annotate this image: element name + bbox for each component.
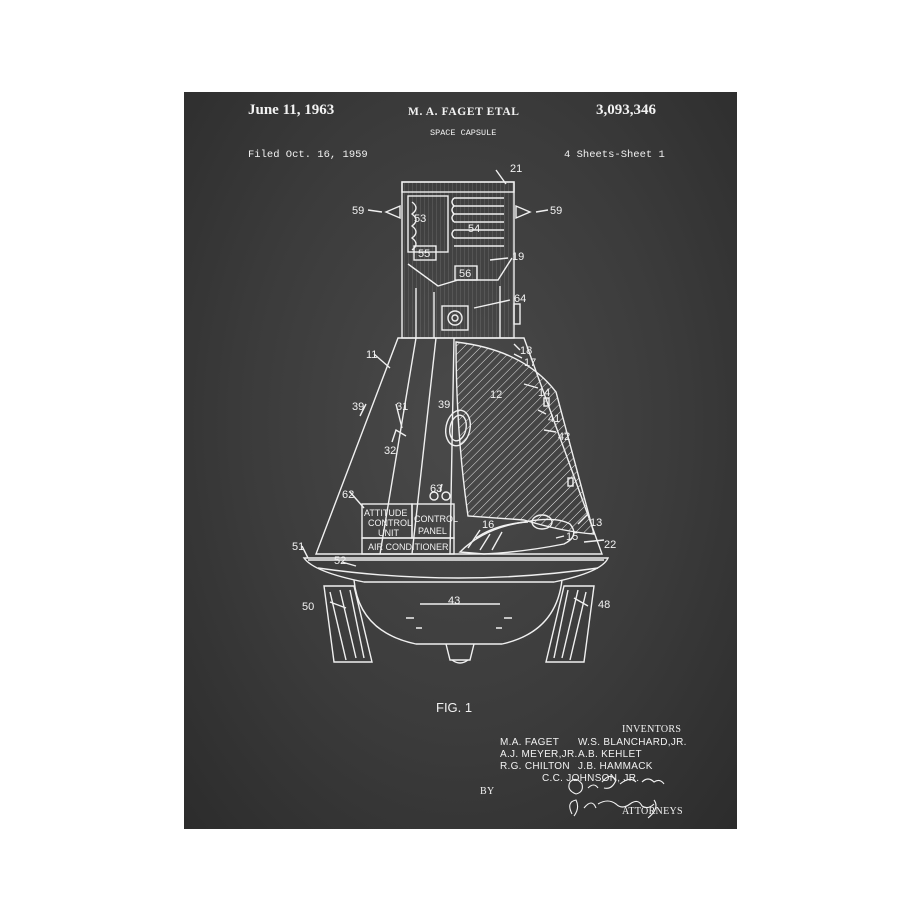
- pressure-vessel-hatching: [455, 341, 595, 535]
- figure-caption: FIG. 1: [436, 700, 472, 715]
- label-63: 63: [430, 483, 442, 495]
- by-label: BY: [480, 786, 495, 797]
- label-43: 43: [448, 595, 460, 607]
- port-64: [441, 305, 469, 331]
- patent-sheets: 4 Sheets-Sheet 1: [564, 149, 665, 161]
- landing-segment-right: [545, 585, 595, 663]
- inventors-heading: INVENTORS: [622, 724, 682, 735]
- lower-dish: [353, 579, 563, 645]
- heat-shield-rim: [302, 557, 610, 583]
- panel-text-panel: PANEL: [418, 526, 447, 536]
- patent-filed: Filed Oct. 16, 1959: [248, 149, 368, 161]
- label-48: 48: [598, 599, 610, 611]
- label-59-right: 59: [550, 205, 562, 217]
- capsule-drawing: 21 59 59 53 54 55 56 19 64 18 17 11 14 4…: [292, 163, 665, 819]
- chalkboard-patent-print: June 11, 1963 M. A. FAGET ETAL 3,093,346…: [184, 92, 737, 829]
- label-52: 52: [334, 555, 346, 567]
- retro-nozzle: [445, 643, 475, 661]
- label-51: 51: [292, 541, 304, 553]
- label-15: 15: [566, 531, 578, 543]
- landing-segment-left: [323, 585, 373, 663]
- inventor-chilton: R.G. CHILTON: [500, 761, 570, 772]
- attorneys-label: ATTORNEYS: [622, 806, 683, 817]
- label-11: 11: [366, 349, 377, 361]
- astronaut-couch: [458, 518, 575, 555]
- cabin-cone: [314, 337, 603, 555]
- label-39-window: 39: [438, 399, 450, 411]
- label-62: 62: [342, 489, 354, 501]
- inventor-hammack: J.B. HAMMACK: [578, 761, 653, 772]
- label-64: 64: [514, 293, 526, 305]
- label-16: 16: [482, 519, 494, 531]
- label-56: 56: [459, 268, 471, 280]
- label-32: 32: [384, 445, 396, 457]
- label-39-left: 39: [352, 401, 364, 413]
- nozzle-left: [384, 204, 401, 220]
- label-55: 55: [418, 248, 430, 260]
- label-50: 50: [302, 601, 314, 613]
- inventor-johnson: C.C. JOHNSON, JR.: [542, 773, 640, 784]
- inventor-blanchard: W.S. BLANCHARD,JR.: [578, 737, 687, 748]
- attorney-signatures: [568, 775, 665, 819]
- label-59-left: 59: [352, 205, 364, 217]
- panel-text-air-conditioner: AIR CONDITIONER: [368, 542, 449, 552]
- nozzle-right: [515, 204, 532, 220]
- inventor-faget: M.A. FAGET: [500, 737, 560, 748]
- panel-text-unit: UNIT: [378, 528, 399, 538]
- label-14: 14: [538, 387, 550, 399]
- label-54: 54: [468, 223, 480, 235]
- label-21: 21: [510, 163, 522, 175]
- label-22: 22: [604, 539, 616, 551]
- inventor-kehlet: A.B. KEHLET: [578, 749, 642, 760]
- label-13: 13: [590, 517, 602, 529]
- patent-number: 3,093,346: [596, 102, 656, 118]
- patent-title: SPACE CAPSULE: [430, 128, 497, 138]
- panel-text-control-2: CONTROL: [414, 514, 458, 524]
- label-12: 12: [490, 389, 502, 401]
- inventor-meyer: A.J. MEYER,JR.: [500, 749, 578, 760]
- label-17: 17: [524, 357, 536, 369]
- window-39: [444, 409, 472, 447]
- label-53: 53: [414, 213, 426, 225]
- panel-text-attitude: ATTITUDE: [364, 508, 407, 518]
- patent-inventor-header: M. A. FAGET ETAL: [408, 106, 520, 118]
- panel-text-control: CONTROL: [368, 518, 412, 528]
- air-conditioner: [361, 537, 455, 555]
- label-42: 42: [558, 431, 570, 443]
- label-31: 31: [396, 401, 408, 413]
- label-41: 41: [548, 413, 560, 425]
- patent-date: June 11, 1963: [248, 102, 335, 118]
- label-18: 18: [520, 345, 532, 357]
- label-19: 19: [512, 251, 524, 263]
